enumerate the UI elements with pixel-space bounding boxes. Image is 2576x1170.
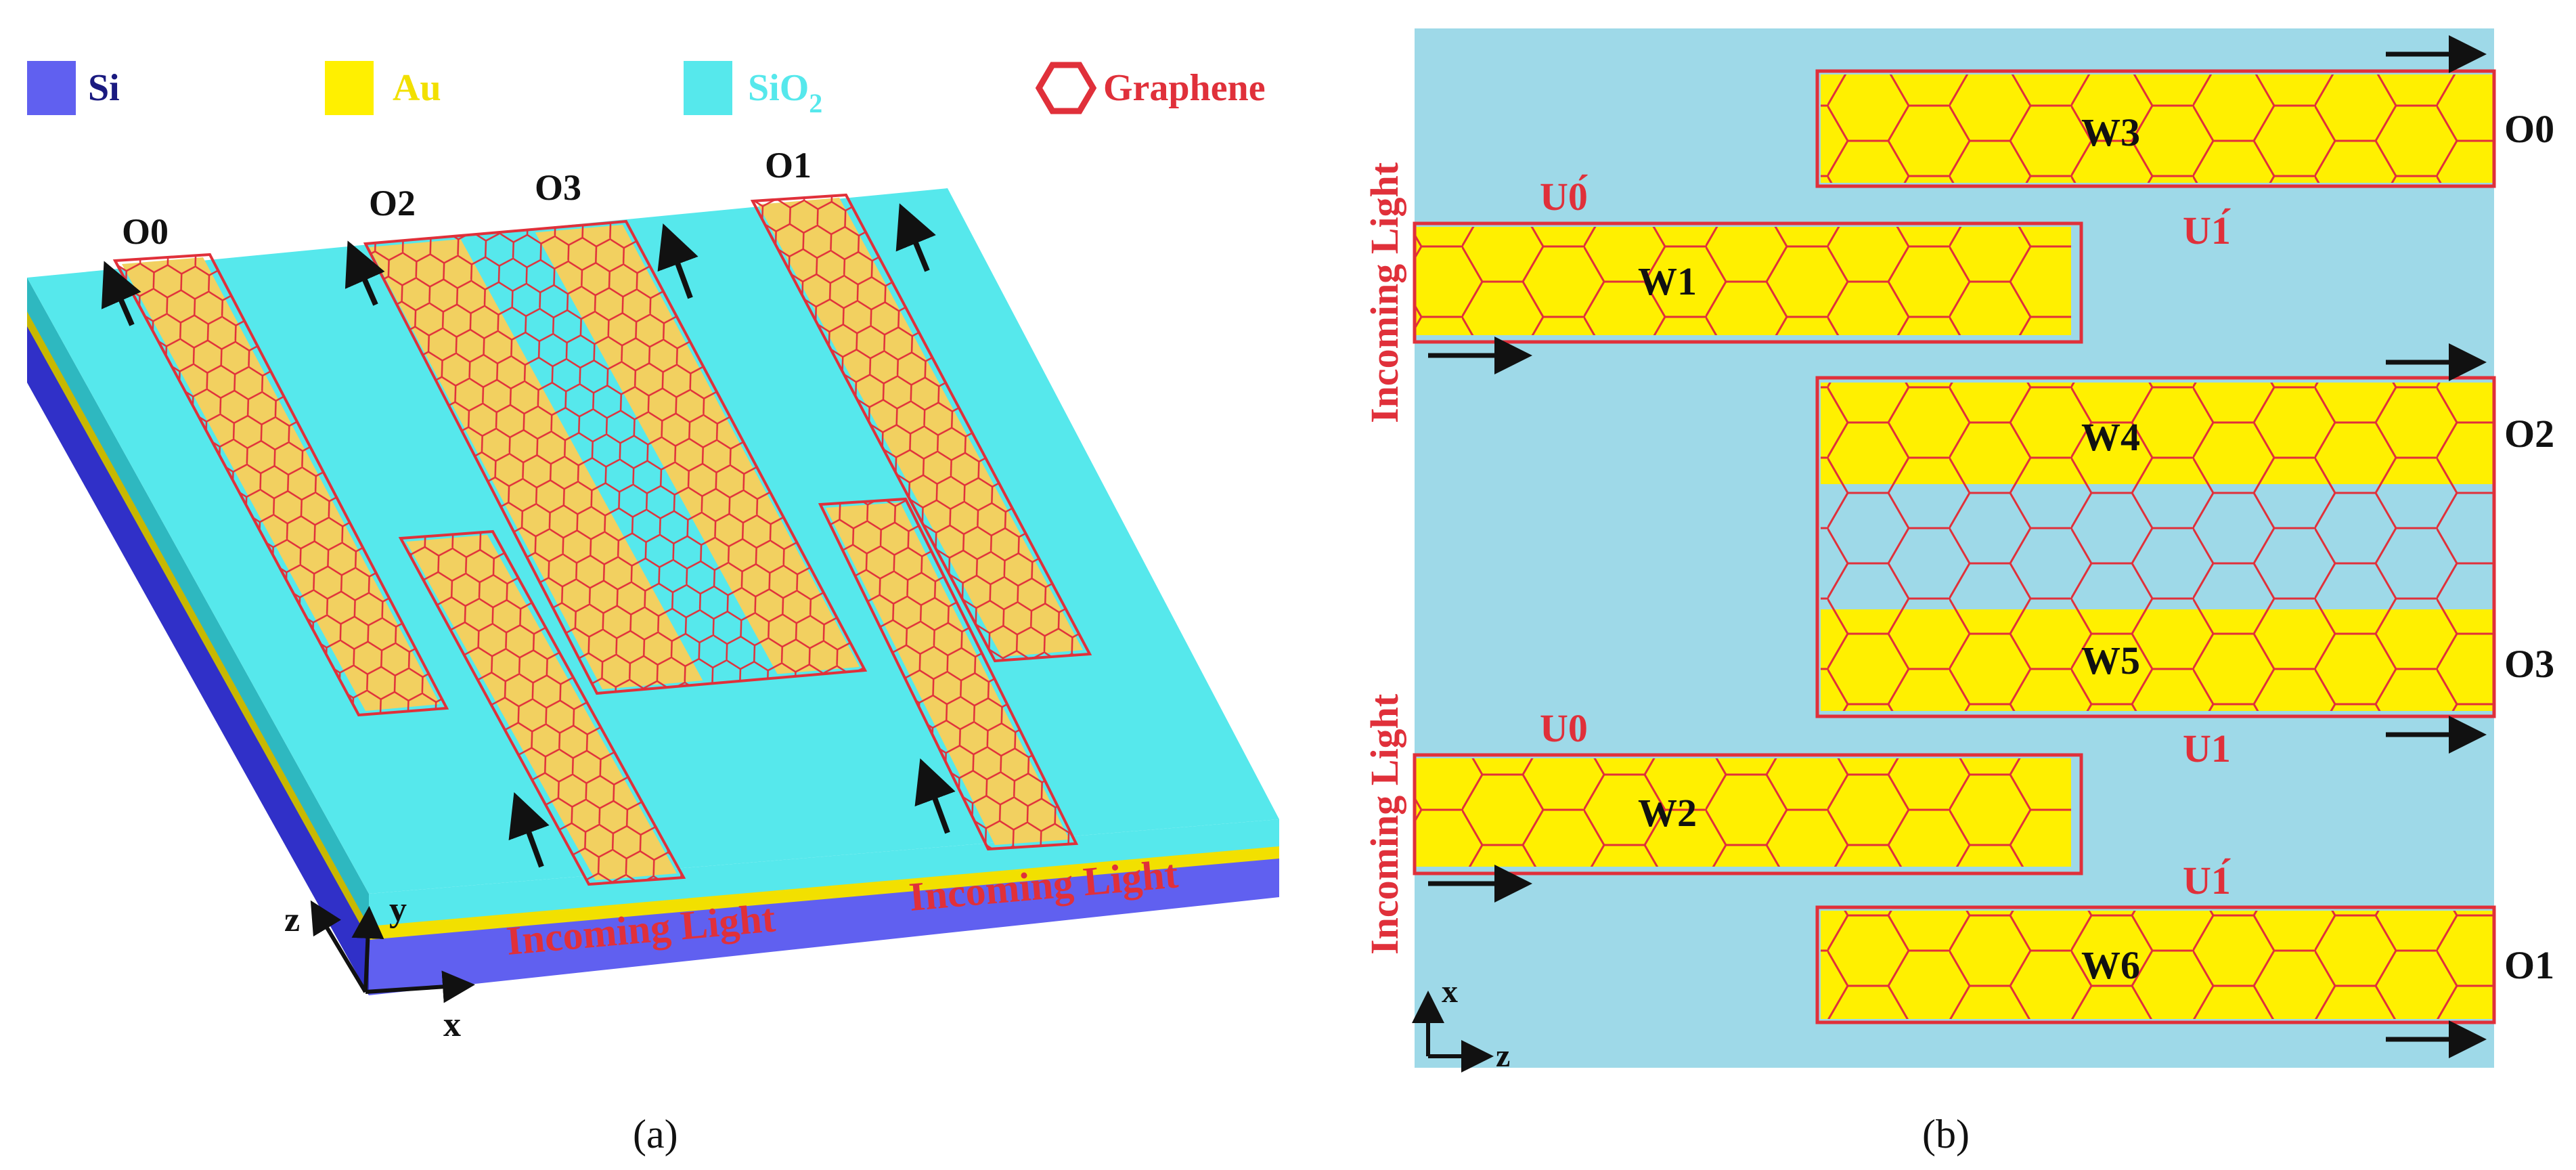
- strip-o1-graphene: [750, 193, 1092, 663]
- port-label-o3: O3: [535, 167, 581, 208]
- arrow-icon: [508, 792, 550, 868]
- incoming-light-bottom-label: Incoming Light: [1362, 693, 1406, 955]
- port-label-o0: O0: [122, 211, 169, 252]
- strip-input-left-graphene: [398, 529, 686, 886]
- axis-y-label-a: y: [389, 890, 407, 929]
- waveguide-label-w1: W1: [1638, 259, 1697, 303]
- waveguide-strips-3d: [112, 193, 1092, 886]
- waveguide-label-w3: W3: [2081, 110, 2140, 154]
- incoming-light-top-label: Incoming Light: [1362, 162, 1406, 423]
- waveguide-w2: W2: [1413, 753, 2083, 875]
- strip-o0-graphene: [112, 253, 449, 717]
- legend-si-label: Si: [88, 67, 120, 109]
- port-label-o1: O1: [765, 145, 812, 186]
- sio2-layer-side: [27, 278, 369, 926]
- si-layer-side: [27, 325, 369, 995]
- propagation-arrows-3d: [101, 203, 956, 868]
- graphene-hexagon-icon: [1035, 62, 1097, 114]
- arrow-icon: [345, 240, 385, 306]
- waveguide-label-w5: W5: [2081, 638, 2140, 682]
- axis-z-label-b: z: [1496, 1038, 1510, 1074]
- arrow-icon: [895, 203, 936, 272]
- arrow-icon: [657, 223, 698, 299]
- waveguide-w6: W6: [1815, 905, 2496, 1024]
- caption-a: (a): [633, 1112, 678, 1156]
- caption-b: (b): [1922, 1112, 1970, 1156]
- axis-x-label-a: x: [443, 1005, 461, 1044]
- panel-b-top-view: W3 W1 W4 W5 W2: [1362, 28, 2554, 1156]
- gap-label-u1: U1: [2183, 727, 2231, 771]
- port-label-o1-b: O1: [2504, 943, 2554, 987]
- gap-label-u1-prime-bottom: U1́: [2183, 859, 2231, 903]
- legend-au-label: Au: [393, 67, 441, 109]
- waveguide-label-w6: W6: [2081, 943, 2140, 987]
- legend-graphene-label: Graphene: [1103, 67, 1266, 109]
- waveguide-w1: W1: [1413, 221, 2083, 344]
- panel-a-3d-device: O0 O2 O3 O1 Incoming Light Incoming Ligh…: [27, 145, 1279, 1156]
- arrow-icon: [101, 261, 141, 326]
- port-label-o3-b: O3: [2504, 642, 2554, 686]
- legend-sio2-label: SiO2: [748, 67, 822, 118]
- waveguide-w3: W3: [1815, 69, 2496, 188]
- legend: Si Au SiO2 Graphene: [27, 61, 1266, 118]
- gap-label-u1-prime-top: U1́: [2183, 209, 2231, 253]
- au-layer-side: [27, 310, 369, 940]
- legend-au-swatch: [325, 61, 374, 115]
- gap-label-u0: U0: [1540, 706, 1588, 750]
- waveguide-w4-w5: W4 W5: [1815, 376, 2496, 718]
- waveguide-label-w2: W2: [1638, 791, 1697, 835]
- arrow-icon: [914, 758, 956, 834]
- axes-3d: z y x: [284, 890, 475, 1044]
- strip-input-right-graphene: [818, 497, 1079, 851]
- axis-x-label-b: x: [1442, 974, 1458, 1010]
- legend-sio2-swatch: [684, 61, 732, 115]
- strip-o2-o3-graphene: [363, 219, 868, 695]
- waveguide-label-w4: W4: [2081, 415, 2140, 459]
- legend-si-swatch: [27, 61, 76, 115]
- axis-z-label-a: z: [284, 901, 300, 939]
- axes-2d: x z: [1412, 974, 1510, 1074]
- port-label-o2: O2: [369, 183, 416, 223]
- port-label-o0-b: O0: [2504, 107, 2554, 151]
- gap-label-u0-prime: U0́: [1540, 175, 1588, 219]
- port-label-o2-b: O2: [2504, 412, 2554, 456]
- legend-sio2-subscript: 2: [809, 88, 822, 118]
- au-layer-front: [369, 845, 1279, 940]
- propagation-arrows-b: [1428, 35, 2487, 1058]
- si-layer-front: [369, 857, 1279, 995]
